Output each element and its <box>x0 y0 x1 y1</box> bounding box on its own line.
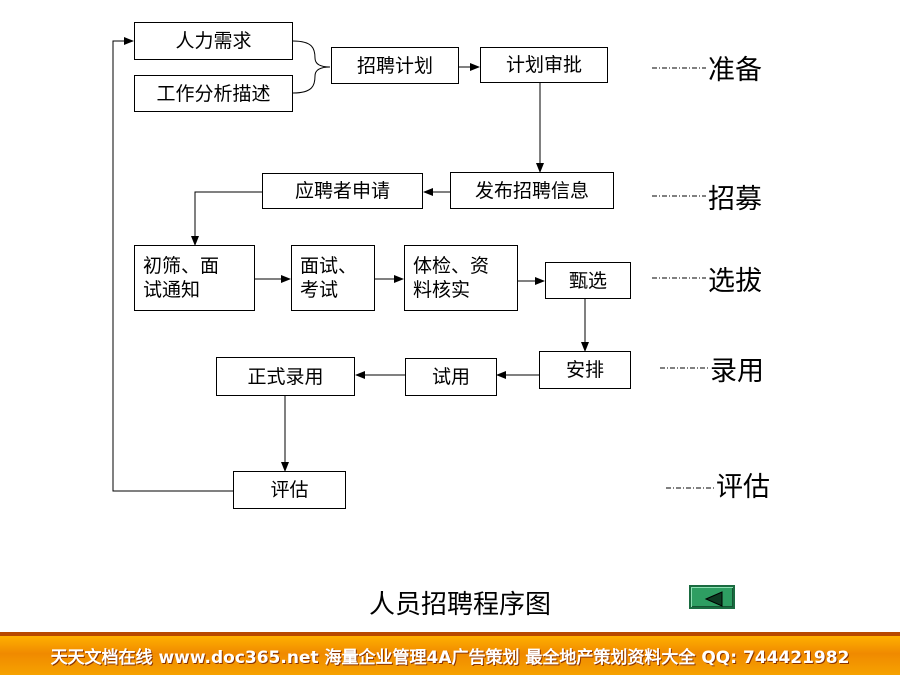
box-label: 计划审批 <box>505 54 582 76</box>
footer-banner: 天天文档在线 www.doc365.net 海量企业管理4A广告策划 最全地产策… <box>0 632 900 675</box>
box-zhengshi-luyong: 正式录用 <box>216 357 355 396</box>
box-label-line2: 试通知 <box>143 279 201 301</box>
box-label-line2: 料核实 <box>413 279 471 301</box>
stage-label-luyong: 录用 <box>710 356 764 387</box>
box-fabu-xinxi: 发布招聘信息 <box>450 172 614 209</box>
diagram-caption: 人员招聘程序图 <box>368 590 551 620</box>
triangle-left-icon <box>704 591 723 607</box>
stage-label-zhaomu: 招募 <box>708 184 762 215</box>
box-label-line2: 考试 <box>300 279 339 301</box>
box-zhaopin-jihua: 招聘计划 <box>331 47 459 84</box>
box-label: 工作分析描述 <box>156 82 271 105</box>
stage-label-xuanba: 选拔 <box>708 266 762 297</box>
box-label: 甄选 <box>568 269 607 292</box>
box-mianshi: 面试、 考试 <box>291 245 375 311</box>
box-label: 评估 <box>270 479 309 501</box>
box-label: 发布招聘信息 <box>474 179 589 202</box>
box-shiyong: 试用 <box>405 358 497 396</box>
box-label-line1: 初筛、面 <box>143 255 220 277</box>
box-pinggu: 评估 <box>233 471 346 509</box>
stage-label-pinggu: 评估 <box>716 472 770 503</box>
back-button[interactable] <box>689 585 735 609</box>
box-jihua-shenpi: 计划审批 <box>480 47 608 83</box>
merge-brace <box>292 40 331 94</box>
box-yingpinzhe-shenqing: 应聘者申请 <box>262 173 423 209</box>
box-chushai: 初筛、面 试通知 <box>134 245 255 311</box>
box-label-line1: 面试、 <box>300 255 358 277</box>
box-label: 正式录用 <box>247 365 324 388</box>
box-anpai: 安排 <box>539 351 631 389</box>
box-label: 应聘者申请 <box>294 180 390 202</box>
footer-text: 天天文档在线 www.doc365.net 海量企业管理4A广告策划 最全地产策… <box>50 648 850 668</box>
box-label-line1: 体检、资 <box>413 255 490 277</box>
box-tijian: 体检、资 料核实 <box>404 245 518 311</box>
box-label: 试用 <box>431 366 470 388</box>
box-gongzuo-fenxi: 工作分析描述 <box>134 75 293 112</box>
stage-label-zhunbei: 准备 <box>708 55 762 86</box>
box-label: 招聘计划 <box>356 54 433 77</box>
arrow-apply-to-screen <box>191 191 262 246</box>
box-label: 人力需求 <box>175 30 252 52</box>
box-renli-xuqiu: 人力需求 <box>134 22 293 60</box>
arrow-feedback-loop <box>112 37 233 492</box>
box-label: 安排 <box>565 359 604 381</box>
box-zhenxuan: 甄选 <box>545 262 631 299</box>
